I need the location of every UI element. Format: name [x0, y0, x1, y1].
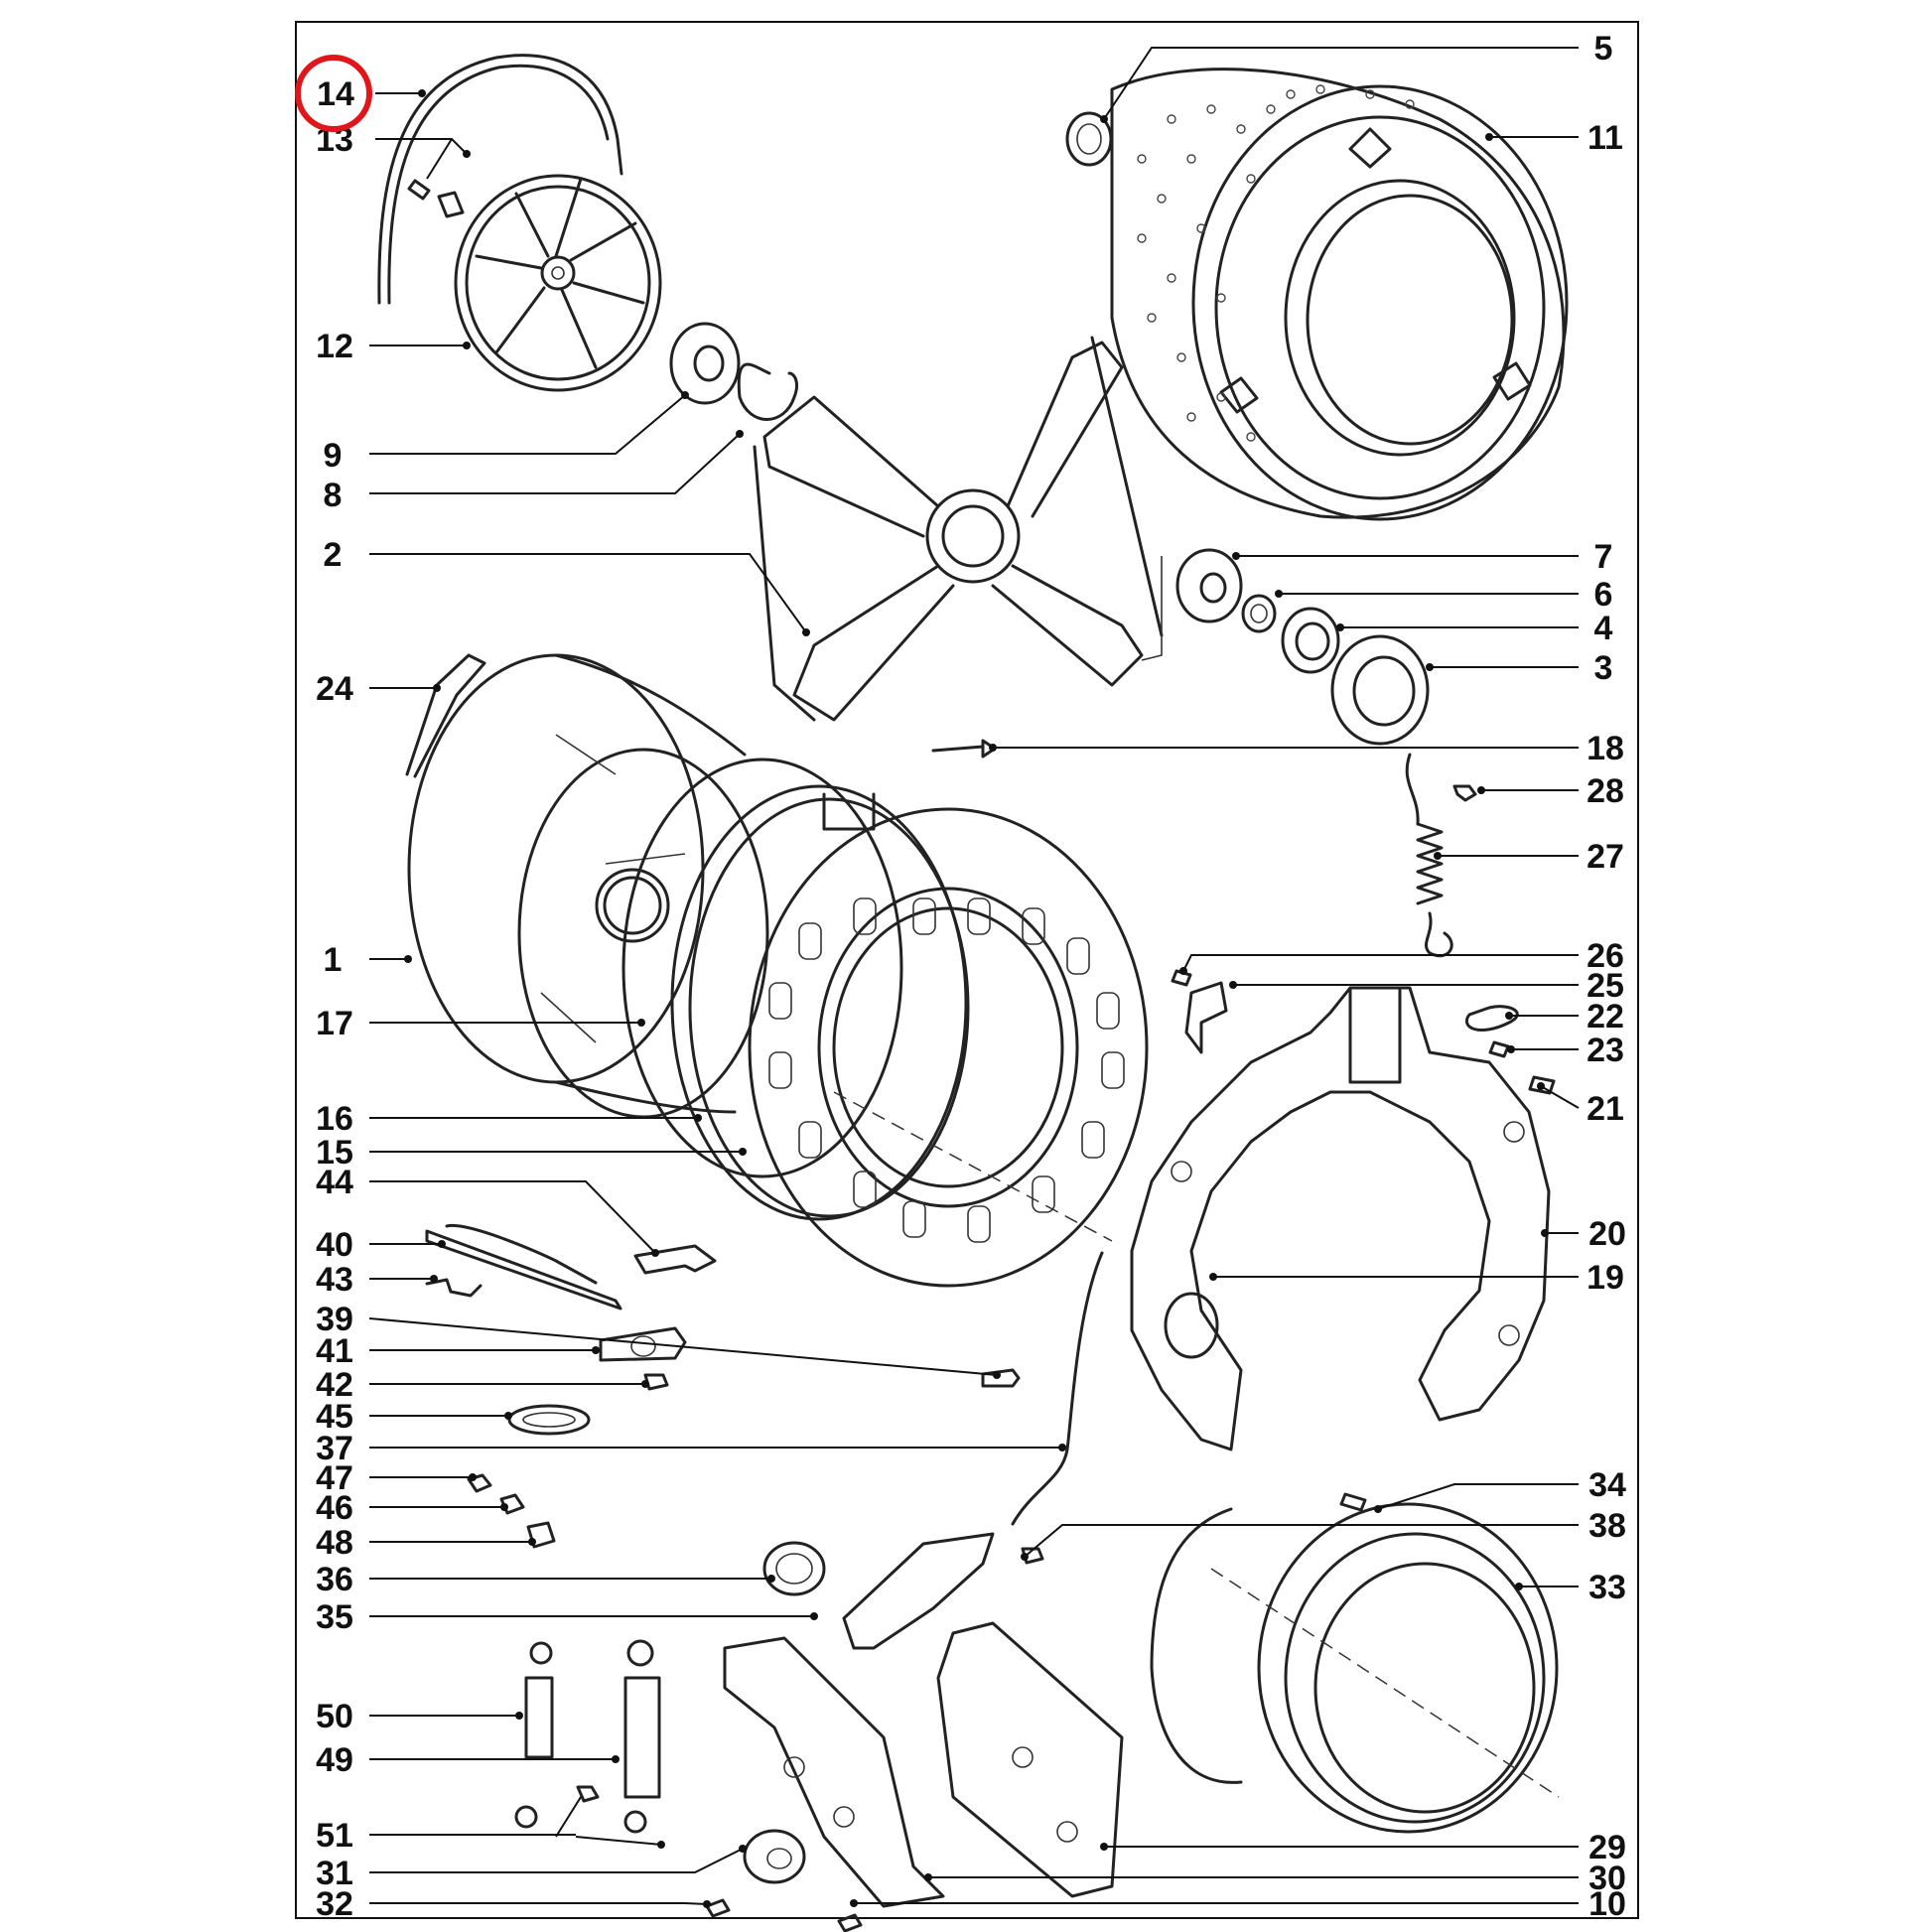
bushing-31-part: [743, 1829, 806, 1884]
label-15[interactable]: 15: [316, 1134, 353, 1172]
bolt-part: [931, 739, 997, 759]
label-9[interactable]: 9: [324, 437, 343, 475]
housing-45-part: [507, 1404, 591, 1436]
label-49[interactable]: 49: [316, 1741, 353, 1779]
label-34[interactable]: 34: [1588, 1466, 1626, 1504]
base-plate-29-part: [936, 1621, 1124, 1898]
front-frame-part: [1130, 986, 1551, 1451]
front-tub-ring-part: [748, 807, 1149, 1288]
label-22[interactable]: 22: [1587, 998, 1624, 1035]
label-14[interactable]: 14: [317, 75, 354, 113]
label-35[interactable]: 35: [316, 1598, 353, 1636]
suspension-spring-part: [1405, 753, 1453, 957]
label-37[interactable]: 37: [316, 1430, 353, 1467]
clip-43-part: [425, 1278, 483, 1298]
label-16[interactable]: 16: [316, 1100, 353, 1138]
leader-lines: [368, 47, 1580, 1908]
label-48[interactable]: 48: [316, 1524, 353, 1562]
label-10[interactable]: 10: [1588, 1885, 1626, 1923]
label-3[interactable]: 3: [1594, 649, 1613, 687]
bracket-screw-part: [1171, 969, 1228, 1054]
highlight-circle: [295, 55, 372, 132]
label-41[interactable]: 41: [316, 1332, 353, 1370]
callout-labels-right: 5 11 7 6 4 3 18 28 27 26 25 22 23 21 20 …: [1587, 30, 1626, 1923]
label-31[interactable]: 31: [316, 1855, 353, 1892]
label-5[interactable]: 5: [1594, 30, 1613, 68]
screw-washer-part: [407, 179, 465, 218]
hinge-spring-part: [405, 653, 486, 778]
bearings-seals-part: [1141, 548, 1430, 746]
shock-absorbers-part: [514, 1639, 661, 1834]
label-23[interactable]: 23: [1587, 1032, 1624, 1069]
label-20[interactable]: 20: [1588, 1215, 1626, 1253]
label-18[interactable]: 18: [1587, 730, 1624, 767]
label-29[interactable]: 29: [1588, 1829, 1626, 1866]
label-6[interactable]: 6: [1594, 576, 1613, 614]
screw-21-part: [1528, 1075, 1556, 1095]
fasteners-part: [467, 1473, 556, 1549]
label-47[interactable]: 47: [316, 1459, 353, 1497]
outer-front-drum-part: [1150, 1502, 1560, 1834]
label-27[interactable]: 27: [1587, 838, 1624, 876]
nut-51-part: [576, 1785, 600, 1803]
label-32[interactable]: 32: [316, 1885, 353, 1923]
label-42[interactable]: 42: [316, 1366, 353, 1404]
sensor-39-part: [981, 1368, 1021, 1388]
label-28[interactable]: 28: [1587, 772, 1624, 810]
label-36[interactable]: 36: [316, 1561, 353, 1598]
label-45[interactable]: 45: [316, 1398, 353, 1436]
label-50[interactable]: 50: [316, 1698, 353, 1735]
callout-labels-left: 14 13 12 9 8 2 24 1 17 16 15 44 40 43 39…: [316, 75, 354, 1923]
inner-drum-part: [1110, 68, 1569, 521]
hose-37-part: [1011, 1251, 1104, 1526]
latch-clip-part: [1465, 1005, 1519, 1058]
diagram-frame: [295, 21, 1639, 1919]
label-1[interactable]: 1: [324, 941, 343, 979]
label-44[interactable]: 44: [316, 1164, 353, 1201]
motor-bracket-part: [723, 1636, 945, 1932]
label-38[interactable]: 38: [1588, 1507, 1626, 1545]
drum-spider-part: [753, 336, 1164, 722]
label-51[interactable]: 51: [316, 1817, 353, 1855]
clip-part: [1452, 784, 1477, 802]
screw-34-part: [1339, 1492, 1367, 1512]
label-40[interactable]: 40: [316, 1226, 353, 1264]
label-2[interactable]: 2: [324, 536, 343, 574]
label-8[interactable]: 8: [324, 477, 343, 514]
label-46[interactable]: 46: [316, 1489, 353, 1527]
label-17[interactable]: 17: [316, 1005, 353, 1042]
seal-rings-part: [621, 758, 970, 1221]
label-30[interactable]: 30: [1588, 1860, 1626, 1897]
shaft-seal-part: [669, 322, 741, 405]
chamber-35-part: [842, 1532, 995, 1650]
bracket-44-part: [633, 1244, 717, 1275]
label-12[interactable]: 12: [316, 328, 353, 365]
label-19[interactable]: 19: [1587, 1259, 1624, 1297]
label-26[interactable]: 26: [1587, 937, 1624, 975]
thermostat-part: [599, 1326, 687, 1391]
label-33[interactable]: 33: [1588, 1569, 1626, 1606]
label-43[interactable]: 43: [316, 1261, 353, 1299]
heater-part: [425, 1223, 622, 1311]
drum-pulley-part: [454, 174, 662, 392]
label-4[interactable]: 4: [1594, 610, 1613, 647]
label-21[interactable]: 21: [1587, 1090, 1624, 1128]
label-39[interactable]: 39: [316, 1301, 353, 1338]
label-11[interactable]: 11: [1587, 119, 1623, 157]
screw-32-part: [705, 1898, 731, 1918]
label-24[interactable]: 24: [316, 670, 353, 708]
circlip-part: [737, 362, 798, 421]
seal-36-part: [762, 1541, 826, 1596]
label-7[interactable]: 7: [1594, 538, 1613, 576]
outer-tub-part: [407, 653, 769, 1119]
belt-part: [377, 54, 623, 305]
label-25[interactable]: 25: [1587, 967, 1624, 1005]
